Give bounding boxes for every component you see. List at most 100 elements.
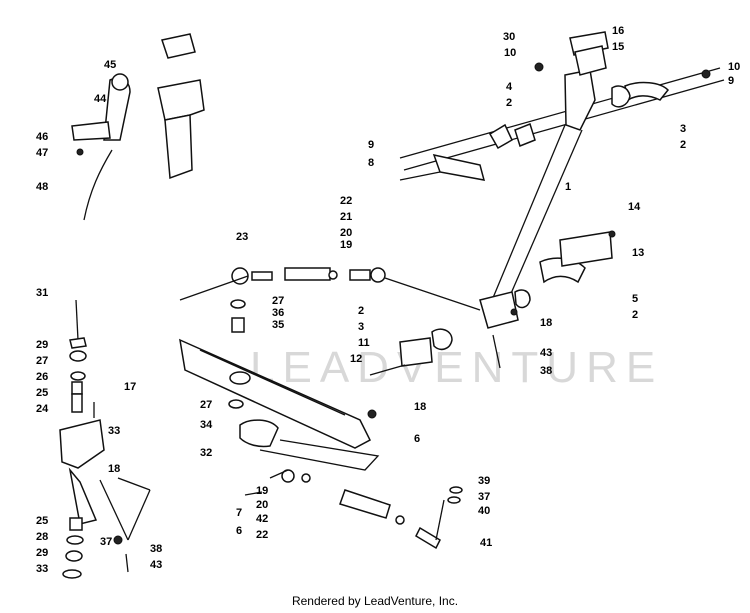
callout-label: 22 [340,195,352,207]
callout-label: 18 [414,401,426,413]
footer-credit: Rendered by LeadVenture, Inc. [291,594,459,608]
steering-arm-34 [179,338,371,449]
spindle-24 [59,419,105,469]
callout-label: 20 [340,227,352,239]
callout-label: 42 [256,513,268,525]
callout-label: 3 [680,123,686,135]
plate-13 [559,231,613,267]
callout-label: 38 [150,543,162,555]
nut-18-upper [510,308,518,316]
nut-29 [69,350,87,362]
callout-label: 27 [200,399,212,411]
callout-label: 12 [350,353,362,365]
bracket-46 [71,121,111,141]
washer-33-lower [62,569,82,579]
callout-label: 16 [612,25,624,37]
callout-label: 11 [358,337,370,349]
jam-nut-22-lower [395,515,405,525]
callout-label: 44 [94,93,107,105]
callout-label: 43 [540,347,552,359]
washers-28 [66,535,84,545]
pivot-body-32 [239,419,279,448]
callout-label: 18 [108,463,120,475]
steering-column-top [564,69,596,131]
callout-label: 43 [150,559,162,571]
grip-tube-inset [164,114,193,180]
callout-label: 45 [104,59,116,71]
clamp-block-inset [161,33,196,59]
bottom-clamp [574,45,607,76]
callout-label: 5 [632,293,638,305]
callout-label: 37 [478,491,490,503]
callout-label: 21 [340,211,352,223]
pivot-bushing-36 [229,371,251,385]
bushing-upper [611,85,631,108]
bolt-40 [435,499,445,541]
tie-rod-upper [179,267,481,311]
callout-label: 38 [540,365,552,377]
callout-label: 6 [236,525,242,537]
clamp-half-2 [514,123,536,147]
bolt-31 [75,299,79,341]
cable-48 [83,149,113,221]
callout-label: 22 [256,529,268,541]
rod-end-41 [415,526,441,550]
callout-label: 2 [506,97,512,109]
callout-label: 1 [565,181,571,193]
callout-label: 41 [480,537,492,549]
nut-10-left [534,62,544,72]
callout-label: 47 [36,147,48,159]
callout-label: 4 [506,81,513,93]
callout-label: 10 [728,61,740,73]
nut-29-lower [65,550,83,562]
callout-label: 19 [340,239,352,251]
callout-label: 7 [236,507,242,519]
spacer-35 [231,317,245,333]
callout-label: 9 [728,75,734,87]
washer-39 [449,486,463,494]
callout-label: 18 [540,317,552,329]
lever-inset [71,33,205,221]
callout-label: 27 [272,295,284,307]
washer-47 [76,148,84,156]
callout-label: 13 [632,247,644,259]
callout-label: 26 [36,371,48,383]
spacer-25-lower [69,517,83,531]
callout-label: 6 [414,433,420,445]
callout-label: 28 [36,531,48,543]
washer-27-bottom [228,399,244,409]
washer-20-lower [301,473,311,483]
callout-label: 32 [200,447,212,459]
callout-label: 2 [680,139,686,151]
callout-label: 37 [100,536,112,548]
tube-21 [284,267,331,281]
spindle-assembly [59,299,151,579]
bushing-lower-2 [514,289,531,309]
steering-shaft [489,124,566,306]
jam-nut-22 [251,271,273,281]
callout-label: 36 [272,307,284,319]
bracket-block-3-lower [399,337,433,367]
callout-label: 20 [256,499,268,511]
callout-label: 27 [36,355,48,367]
callout-label: 35 [272,319,284,331]
bolt-7 [244,491,263,496]
callout-label: 19 [256,485,268,497]
washer-27-left [70,371,86,381]
spacer-25 [71,393,83,413]
clamp-half-4 [488,123,513,150]
bolt-38-left [125,553,129,573]
callout-label: 2 [632,309,638,321]
callout-label: 23 [236,231,248,243]
callout-label: 25 [36,515,48,527]
flat-plate-9 [432,153,486,181]
callout-label: 33 [108,425,120,437]
washer-20 [328,270,338,280]
bolt-38 [492,334,501,369]
nut-18-center [367,409,377,419]
bushing-26 [71,381,83,395]
callout-label: 9 [368,139,374,151]
callout-label: 31 [36,287,48,299]
